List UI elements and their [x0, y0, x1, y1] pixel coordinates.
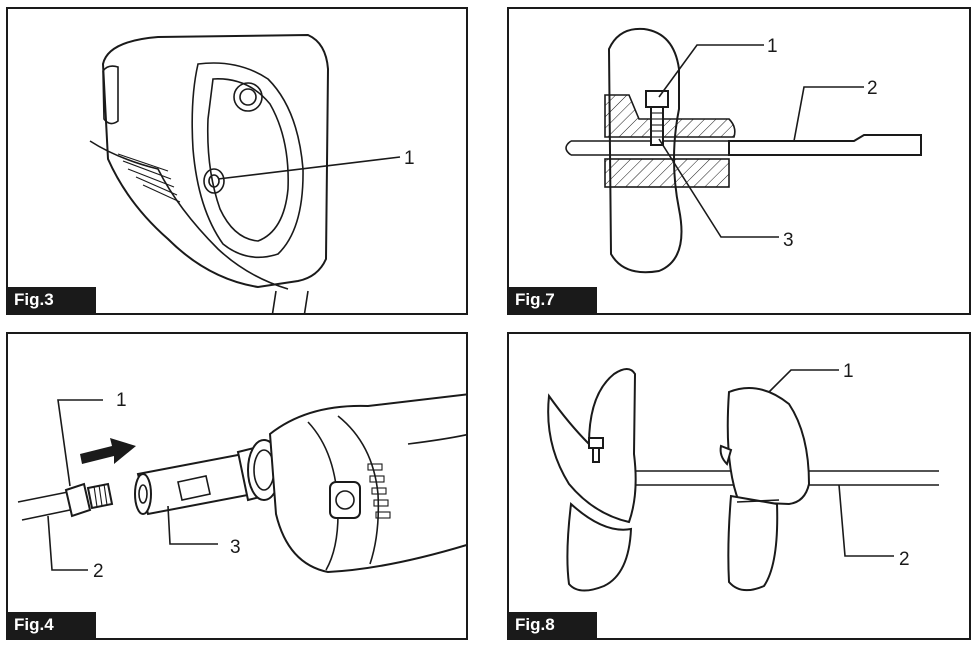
fig8-label: Fig.8 [509, 612, 597, 638]
fig7-label: Fig.7 [509, 287, 597, 313]
figure-panel-fig8: 1 2 Fig.8 [507, 332, 971, 640]
figure-panel-fig3: 1 Fig.3 [6, 7, 468, 315]
figure-panel-fig7: 1 2 3 Fig.7 [507, 7, 971, 315]
fig8-drawing: 1 2 [547, 361, 939, 592]
fig4-callout-3: 3 [230, 537, 241, 558]
fig8-callout-1: 1 [843, 361, 854, 382]
fig7-drawing: 1 2 3 [565, 27, 922, 274]
fig8-callout-2: 2 [899, 549, 910, 570]
fig4-callout-1: 1 [116, 390, 127, 411]
fig3-callout-1: 1 [404, 148, 415, 169]
figure-panel-fig4: 1 2 3 Fig.4 [6, 332, 468, 640]
fig7-callout-1: 1 [767, 36, 778, 57]
fig7-callout-2: 2 [867, 78, 878, 99]
fig4-drawing: 1 2 3 [17, 390, 466, 582]
fig3-drawing: 1 [89, 33, 415, 313]
fig3-label: Fig.3 [8, 287, 96, 313]
fig4-label: Fig.4 [8, 612, 96, 638]
direction-arrow-icon [80, 438, 136, 464]
fig7-callout-3: 3 [783, 230, 794, 251]
fig4-callout-2: 2 [93, 561, 104, 582]
